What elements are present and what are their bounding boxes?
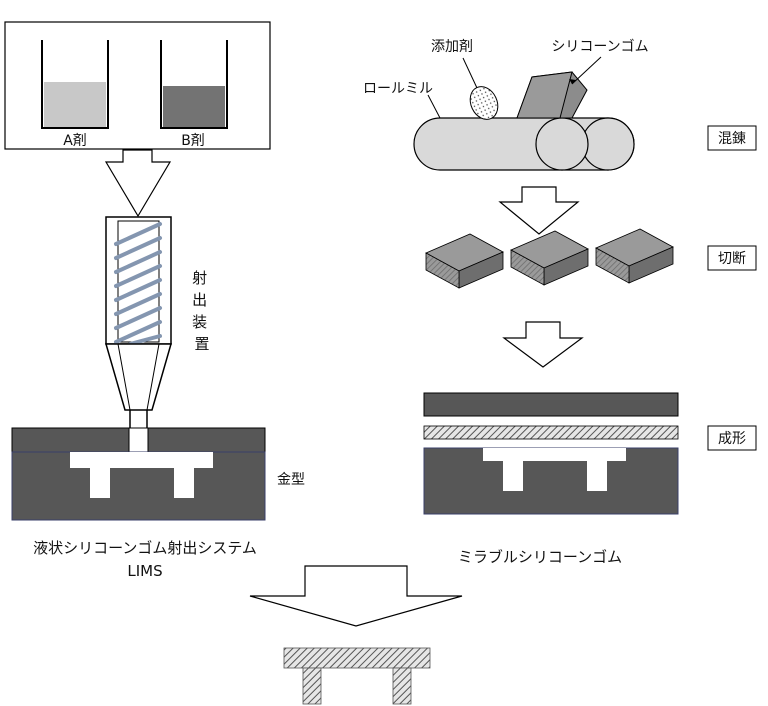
beaker-a: [41, 40, 109, 129]
step-molding-label: 成形: [718, 431, 746, 447]
injection-device-label: 射 出 装 置: [192, 269, 212, 353]
agent-b-label: B剤: [181, 133, 205, 149]
beaker-b: [160, 40, 228, 129]
roll-mill-label: ロールミル: [363, 81, 433, 97]
lims-title: 液状シリコーンゴム射出システム: [33, 539, 257, 557]
additive-leader: [462, 57, 478, 89]
step-mixing-label: 混錬: [718, 131, 746, 147]
injection-device: [105, 216, 172, 428]
additive-label: 添加剤: [431, 39, 473, 55]
step-mixing: 混錬: [707, 125, 757, 151]
millable-title: ミラブルシリコーンゴム: [458, 548, 622, 566]
agent-box: A剤 B剤: [4, 21, 271, 150]
result-arrow: [249, 565, 463, 627]
compression-mold: [423, 392, 679, 515]
molded-product: [283, 647, 431, 705]
lims-mold: [11, 427, 266, 521]
arrow-mix-to-cut: [498, 186, 580, 235]
step-cutting-label: 切断: [718, 251, 746, 267]
lims-abbrev: LIMS: [127, 562, 162, 580]
arrow-cut-to-mold: [502, 321, 584, 368]
rubber-leader: [571, 56, 602, 85]
cut-blocks: [425, 228, 674, 289]
roll-mill-leader: [427, 94, 441, 119]
feed-arrow: [104, 149, 172, 218]
step-molding: 成形: [707, 425, 757, 451]
step-cutting: 切断: [707, 245, 757, 271]
agent-a-label: A剤: [63, 133, 87, 149]
roll-mill: [413, 71, 635, 171]
mold-label: 金型: [277, 472, 305, 488]
screw: [114, 222, 162, 346]
silicone-rubber-label: シリコーンゴム: [551, 38, 648, 55]
